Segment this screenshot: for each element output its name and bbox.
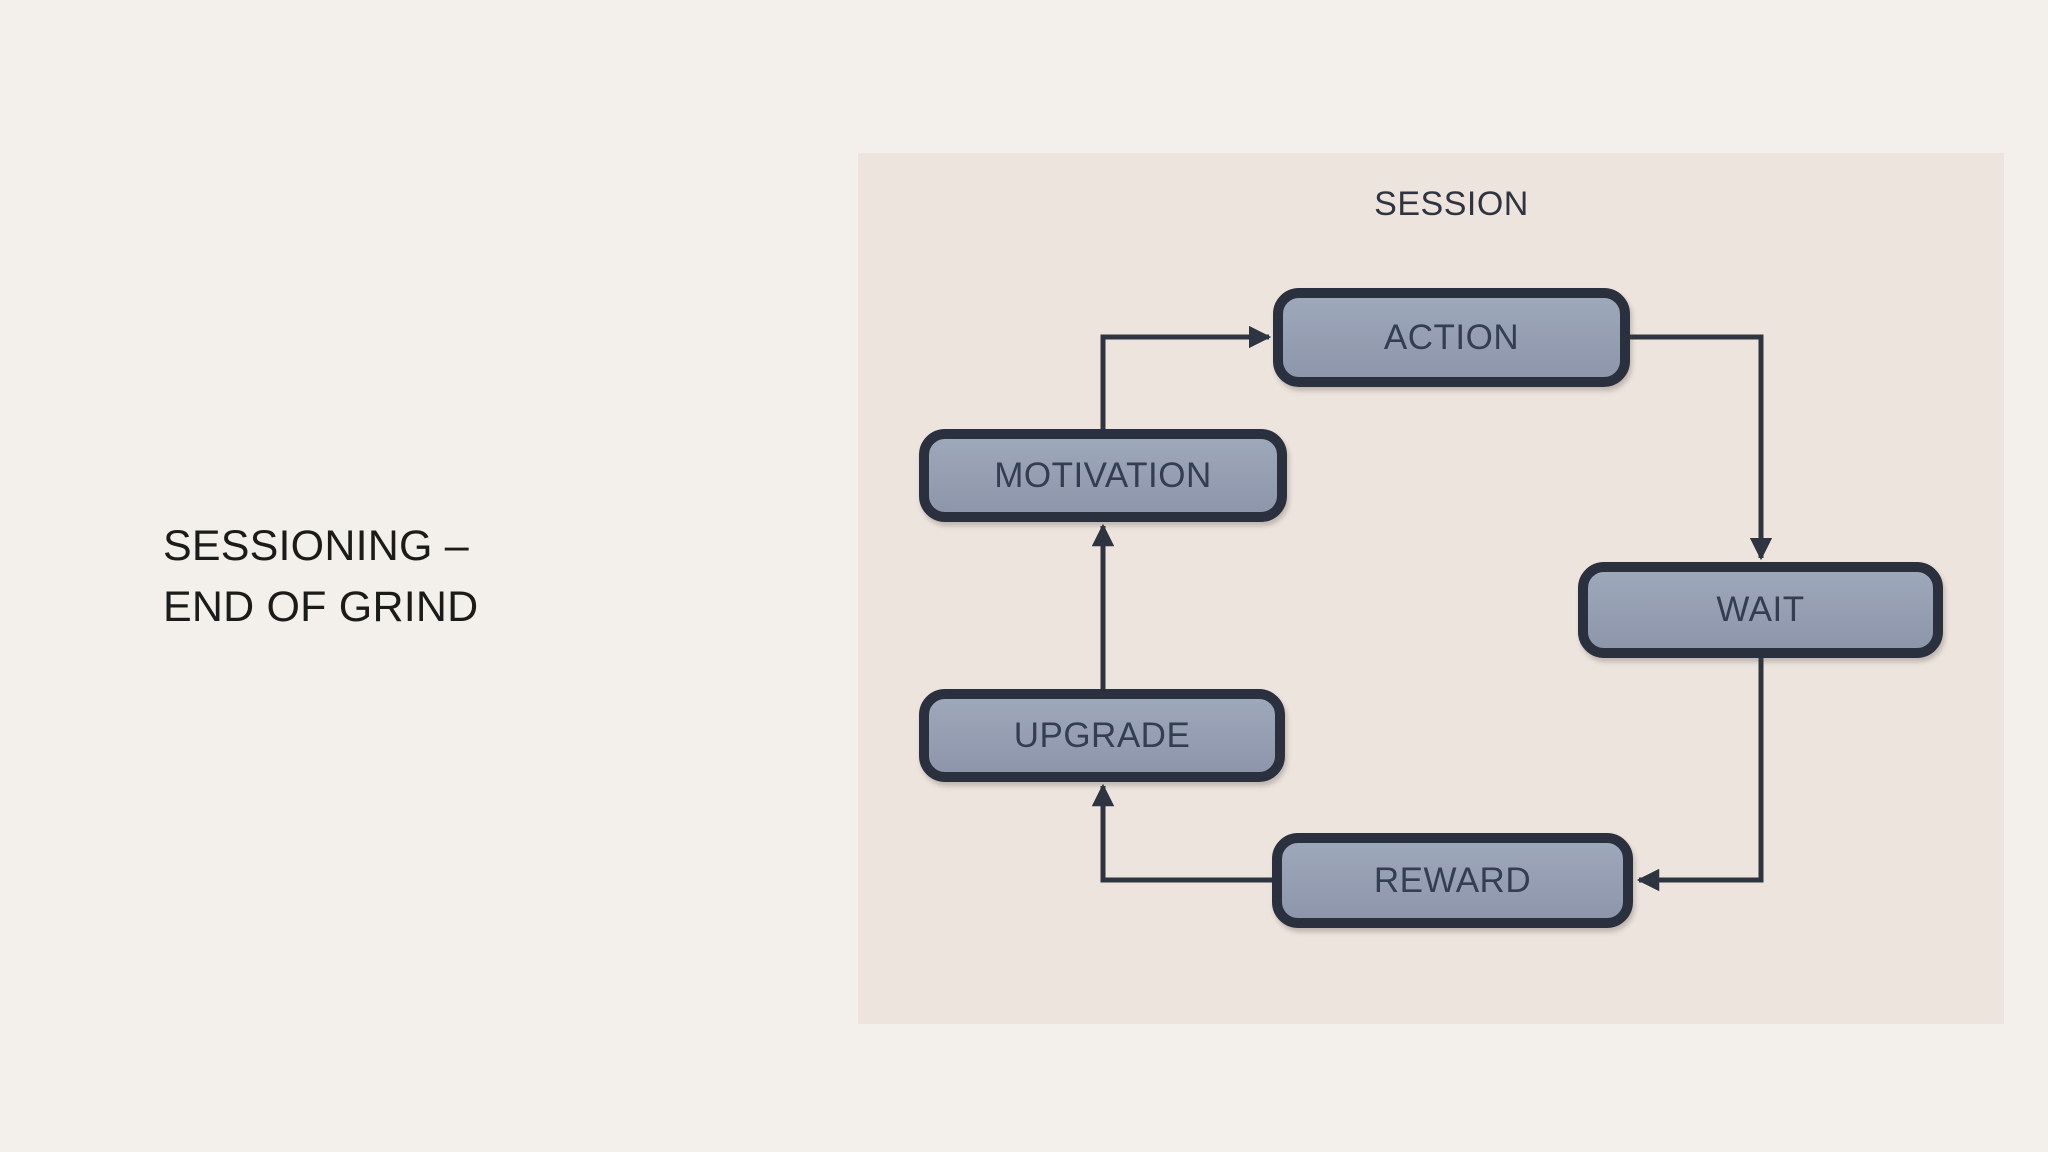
node-wait-label: WAIT (1716, 590, 1805, 629)
node-action-label: ACTION (1383, 317, 1520, 357)
flow-arrows (1091, 325, 1773, 892)
node-reward-label: REWARD (1373, 860, 1532, 900)
session-label: SESSION (1374, 185, 1529, 223)
edge-reward-to-upgrade (1091, 783, 1272, 883)
edge-wait-to-reward (1636, 658, 1764, 892)
slide-title-line2: END OF GRIND (163, 583, 479, 631)
slide-title-line1: SESSIONING – (163, 522, 469, 570)
node-upgrade: UPGRADE (919, 689, 1285, 782)
node-wait: WAIT (1578, 562, 1943, 658)
edge-motivation-to-action (1100, 325, 1272, 429)
edge-action-to-wait (1630, 334, 1773, 561)
node-action: ACTION (1273, 288, 1630, 387)
node-motivation: MOTIVATION (919, 429, 1287, 522)
node-reward: REWARD (1272, 833, 1633, 928)
session-panel: SESSION ACTION MOTIVATION WAIT UPGRADE (858, 153, 2004, 1024)
node-upgrade-label: UPGRADE (1013, 715, 1191, 755)
node-motivation-label: MOTIVATION (994, 455, 1212, 495)
slide-title: SESSIONING – END OF GRIND (163, 516, 478, 638)
